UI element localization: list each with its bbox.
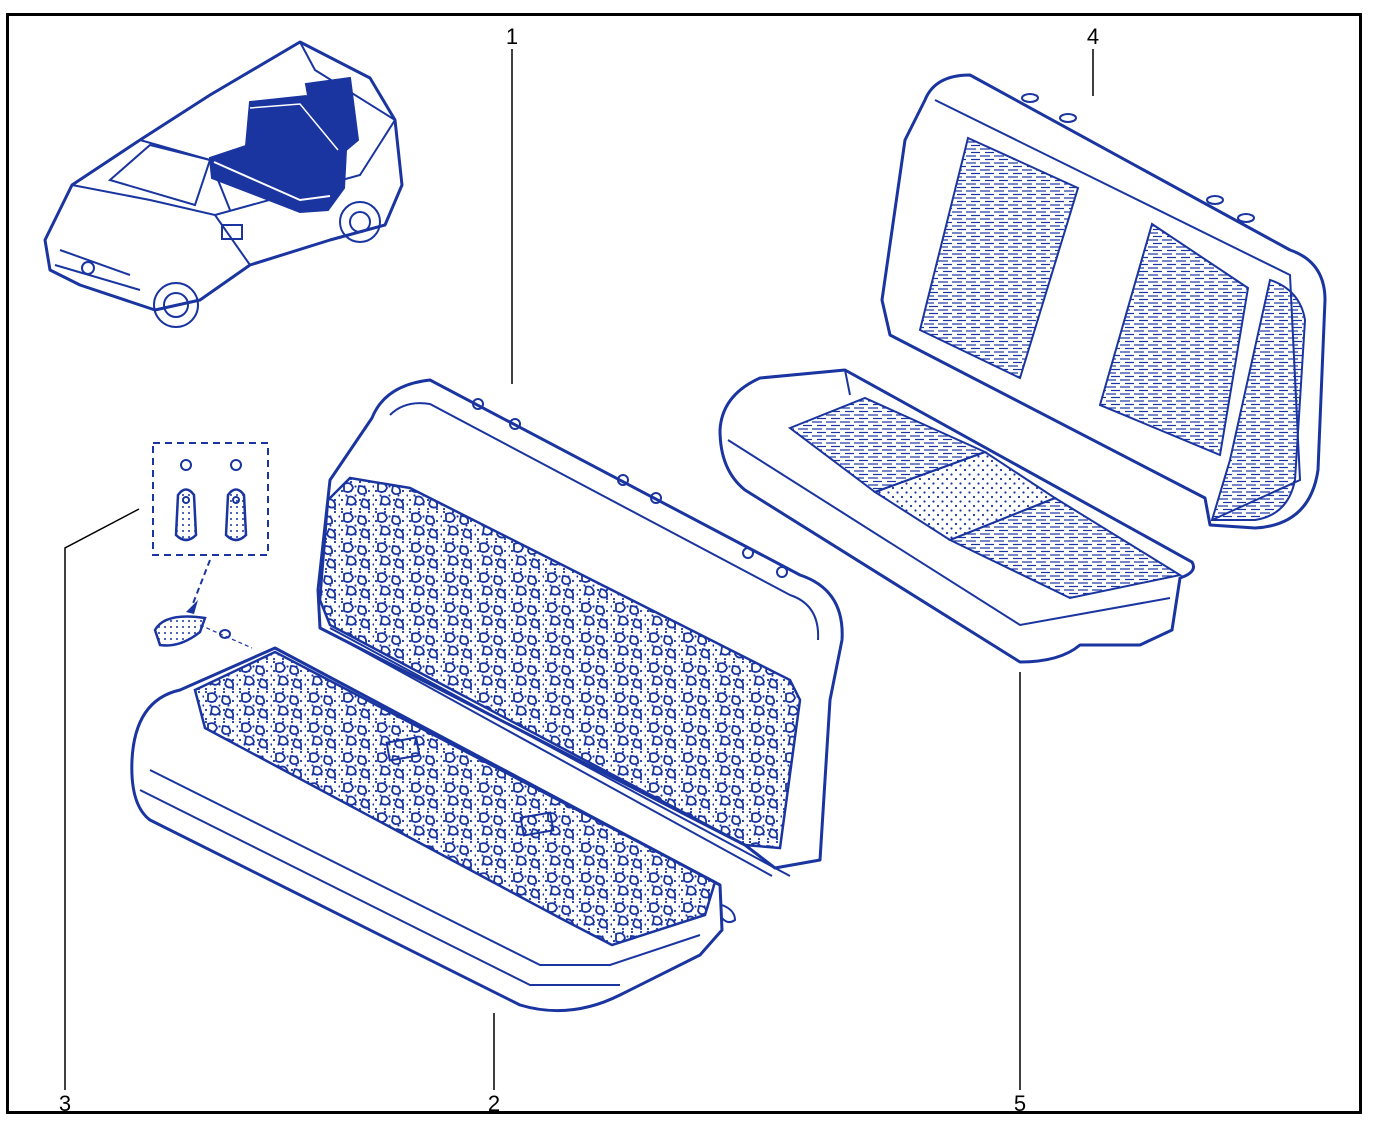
vehicle-overview	[43, 40, 404, 328]
leader-lines	[64, 49, 1094, 1090]
seat-back-alt-cover	[880, 73, 1327, 530]
callout-2: 2	[487, 1091, 501, 1116]
callout-3: 3	[58, 1091, 72, 1116]
headrest-hooks-kit	[152, 442, 269, 649]
seat-cushion-alt-cover	[718, 368, 1195, 664]
callout-4: 4	[1086, 24, 1100, 49]
callout-1: 1	[505, 24, 519, 49]
callout-5: 5	[1013, 1091, 1027, 1116]
rear-seat-cushion	[130, 646, 737, 1013]
rear-seat-back	[316, 378, 844, 877]
